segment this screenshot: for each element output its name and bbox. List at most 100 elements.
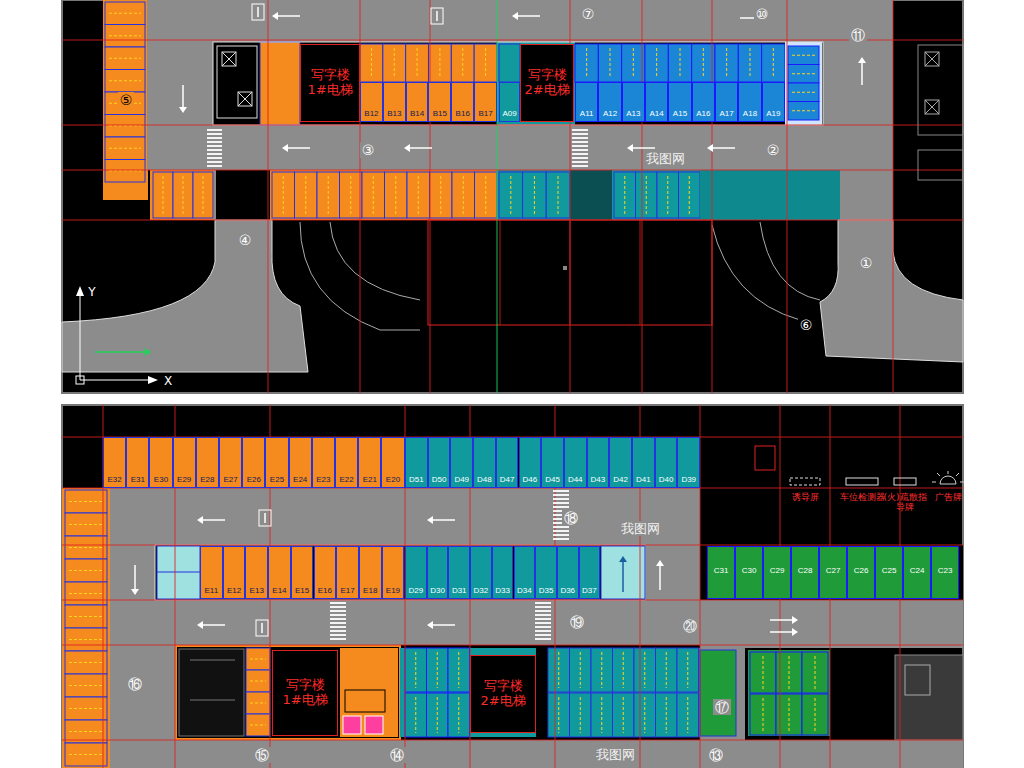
stall-centerline xyxy=(792,73,815,74)
stall-centerline xyxy=(687,697,688,733)
stall-number: B16 xyxy=(456,110,470,118)
parking-stall xyxy=(385,172,408,218)
stall-number: A16 xyxy=(696,110,710,118)
parking-stall: E25 xyxy=(265,437,288,488)
road-arrow-head xyxy=(131,589,139,595)
road-arrow xyxy=(203,519,225,521)
axis-line xyxy=(80,292,81,380)
stall-band xyxy=(270,170,497,220)
elevator-symbol xyxy=(925,100,939,114)
parking-stall xyxy=(65,559,107,582)
stall-centerline xyxy=(109,80,141,81)
parking-stall xyxy=(448,693,470,737)
road xyxy=(840,170,893,220)
wall xyxy=(570,170,612,220)
legend-symbol xyxy=(937,473,940,476)
stall-centerline xyxy=(69,570,103,571)
stall-centerline xyxy=(586,48,587,78)
stall-number: E12 xyxy=(227,587,241,595)
parking-stall xyxy=(700,650,736,736)
parking-stall: C24 xyxy=(903,546,931,599)
stall-centerline xyxy=(69,685,103,686)
parking-stall xyxy=(613,648,635,692)
elevator-symbol xyxy=(925,52,939,66)
parking-stall xyxy=(715,44,738,82)
stall-centerline xyxy=(815,698,816,731)
stall-centerline xyxy=(667,176,668,214)
elevator-symbol xyxy=(238,92,252,106)
road-arrow xyxy=(288,147,310,149)
parking-stall xyxy=(405,648,427,692)
stall-number: C25 xyxy=(882,567,897,575)
legend-entry: 广告牌 xyxy=(930,470,966,502)
stall-number: B15 xyxy=(433,110,447,118)
legend-symbol xyxy=(940,476,956,484)
parking-stall xyxy=(448,648,470,692)
stall-centerline xyxy=(69,524,103,525)
parking-stall: D41 xyxy=(632,437,655,488)
stall-number: D49 xyxy=(454,476,469,484)
road-arrow-head xyxy=(404,144,410,152)
stall-centerline xyxy=(815,656,816,689)
parking-stall: C29 xyxy=(763,546,791,599)
road-arrow-head xyxy=(427,516,433,524)
crosswalk-stripe xyxy=(207,137,222,139)
parking-sign xyxy=(252,4,264,20)
stall-centerline xyxy=(458,652,459,688)
grid-line xyxy=(268,0,269,393)
parking-stall: A11 xyxy=(575,82,598,122)
stall-centerline xyxy=(580,652,581,688)
parking-stall xyxy=(474,44,497,82)
stall-centerline xyxy=(439,48,440,78)
stall-centerline xyxy=(69,593,103,594)
axis-head xyxy=(76,286,84,296)
crosswalk-stripe xyxy=(572,137,588,139)
stall-centerline xyxy=(250,703,266,704)
parking-sign xyxy=(256,620,268,636)
crosswalk-stripe xyxy=(330,614,346,616)
crosswalk-stripe xyxy=(207,141,222,143)
stall-band xyxy=(150,170,215,220)
crosswalk-stripe xyxy=(330,638,346,640)
elevator-symbol xyxy=(925,100,939,114)
stall-number: E16 xyxy=(318,587,332,595)
road-arrow-head xyxy=(792,616,798,624)
parking-stall xyxy=(105,92,145,115)
stall-centerline xyxy=(789,698,790,731)
callout-number: ⑳ xyxy=(681,618,699,634)
grid-line xyxy=(62,600,963,601)
legend-entry: 车位检测器 xyxy=(840,470,885,502)
elevator-label: 写字楼 1#电梯 xyxy=(303,68,357,98)
parking-stall xyxy=(738,44,761,82)
ramp xyxy=(62,220,308,372)
core-line xyxy=(190,700,235,701)
parking-stall: D43 xyxy=(587,437,610,488)
stall-centerline xyxy=(458,697,459,733)
parking-stall xyxy=(65,605,107,628)
road-arrow-head xyxy=(619,556,627,562)
stall-number: D43 xyxy=(591,476,606,484)
parking-stall: D37 xyxy=(579,546,601,599)
crosswalk-stripe xyxy=(553,530,569,532)
stall-number: E11 xyxy=(205,587,219,595)
callout-number: ⑯ xyxy=(126,676,144,692)
parking-stall xyxy=(679,172,701,218)
road-arrow xyxy=(622,562,624,592)
callout-number: ⑥ xyxy=(798,317,815,333)
parking-stall xyxy=(383,44,406,82)
road-arrow xyxy=(659,566,661,590)
crosswalk-stripe xyxy=(572,129,588,131)
stall-centerline xyxy=(601,652,602,688)
stall-number: C26 xyxy=(854,567,869,575)
crosswalk-stripe xyxy=(572,157,588,159)
road-arrow-head xyxy=(197,516,203,524)
legend-symbol xyxy=(787,470,823,492)
parking-stall xyxy=(499,172,523,218)
parking-stall: B13 xyxy=(383,82,406,122)
legend-symbol xyxy=(894,478,916,485)
stall-number: C24 xyxy=(910,567,925,575)
road-arrow xyxy=(770,631,792,633)
equipment-room xyxy=(895,655,963,740)
crosswalk-stripe xyxy=(572,161,588,163)
stall-band xyxy=(748,650,830,736)
